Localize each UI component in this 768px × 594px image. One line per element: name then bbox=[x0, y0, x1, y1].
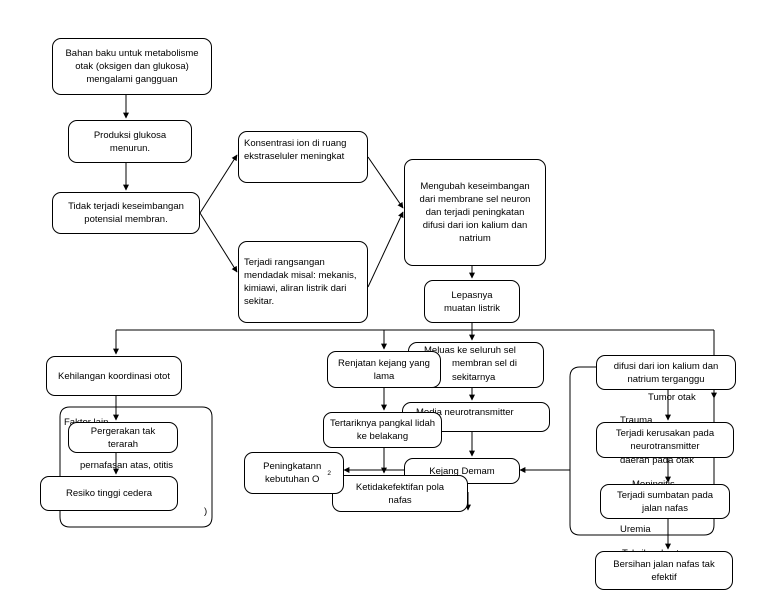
hidden-text-pernafasan: pernafasan atas, otitis bbox=[80, 460, 173, 471]
arrow-tidak-konsentrasi bbox=[199, 154, 238, 214]
node-konsentrasi-ion: Konsentrasi ion di ruang ekstraseluler m… bbox=[238, 131, 368, 183]
node-resiko-cedera: Resiko tinggi cedera bbox=[40, 476, 178, 511]
hidden-text-media: Media neurotransmitter bbox=[416, 407, 514, 418]
node-kehilangan-koordinasi: Kehilangan koordinasi otot bbox=[46, 356, 182, 396]
node-produksi-glukosa: Produksi glukosa menurun. bbox=[68, 120, 192, 163]
node-difusi-terganggu: difusi dari ion kalium dan natrium terga… bbox=[596, 355, 736, 390]
node-bahan-baku: Bahan baku untuk metabolisme otak (oksig… bbox=[52, 38, 212, 95]
hidden-text-paren: ) bbox=[204, 506, 208, 517]
hidden-text-tumor: Tumor otak bbox=[648, 392, 696, 403]
node-tidak-seimbang: Tidak terjadi keseimbangan potensial mem… bbox=[52, 192, 200, 234]
container-left bbox=[59, 406, 213, 528]
node-mengubah: Mengubah keseimbangan dari membrane sel … bbox=[404, 159, 546, 266]
arrow-tidak-rangsangan bbox=[199, 212, 238, 273]
node-rangsangan: Terjadi rangsangan mendadak misal: mekan… bbox=[238, 241, 368, 323]
hidden-text-daerah: daerah pada otak bbox=[620, 455, 694, 466]
node-peningkatan-o2: Peningkatann kebutuhan O 2 bbox=[244, 452, 344, 494]
node-kerusakan: Terjadi kerusakan pada neurotransmitter bbox=[596, 422, 734, 458]
hidden-text-meluas-1: Meluas ke seluruh sel bbox=[424, 345, 516, 356]
hidden-text-uremia: Uremia bbox=[620, 524, 651, 535]
node-sumbatan: Terjadi sumbatan pada jalan nafas bbox=[600, 484, 730, 519]
node-tertariknya: Tertariknya pangkal lidah ke belakang bbox=[323, 412, 442, 448]
hidden-text-meluas-3: sekitarnya bbox=[452, 372, 496, 383]
node-ketidakefektifan: Ketidakefektifan pola nafas bbox=[332, 475, 468, 512]
peningkatan-text: Peningkatann kebutuhan O bbox=[263, 461, 322, 485]
node-renjatan: Renjatan kejang yang lama bbox=[327, 351, 441, 388]
peningkatan-subscript: 2 bbox=[327, 469, 331, 477]
hidden-text-meluas-2: membran sel di bbox=[452, 358, 517, 369]
arrow-rangsangan-mengubah bbox=[367, 211, 404, 288]
node-pergerakan: Pergerakan tak terarah bbox=[68, 422, 178, 453]
node-bersihan: Bersihan jalan nafas tak efektif bbox=[595, 551, 733, 590]
hidden-text-trauma: Trauma bbox=[620, 415, 653, 426]
arrow-konsentrasi-mengubah bbox=[367, 156, 404, 209]
node-lepasnya: Lepasnya muatan listrik bbox=[424, 280, 520, 323]
